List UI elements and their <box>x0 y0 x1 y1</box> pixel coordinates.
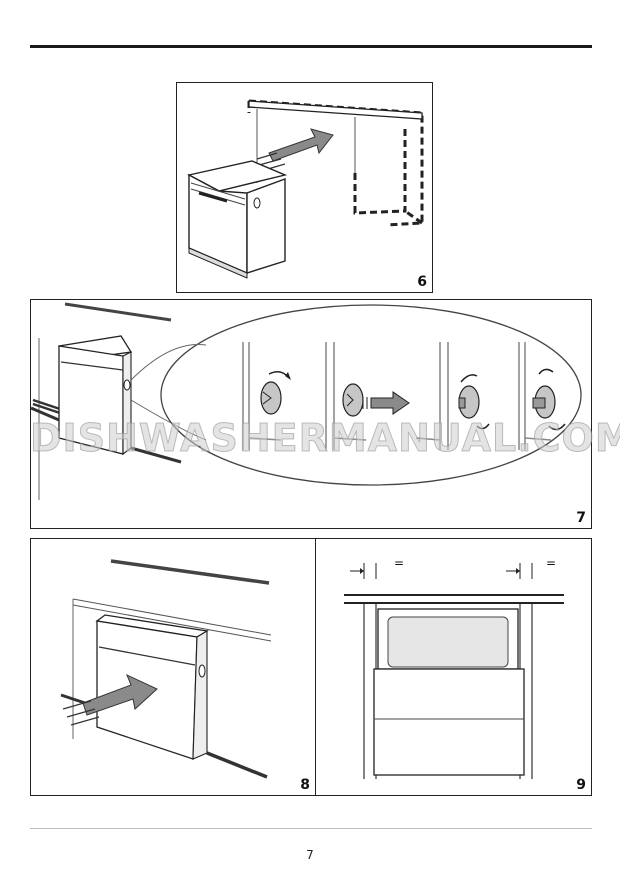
figure-8-number: 8 <box>300 777 310 793</box>
gap-mark-left: = <box>394 556 405 570</box>
figure-7-number: 7 <box>576 510 586 526</box>
page-number: 7 <box>306 848 314 862</box>
figure-7: 7 <box>30 299 592 529</box>
gap-mark-right: = <box>546 556 557 570</box>
bottom-rule <box>30 828 592 829</box>
top-rule <box>30 45 592 48</box>
figure-6-illustration <box>187 99 424 279</box>
figure-6: 6 <box>176 82 433 293</box>
figure-9-number: 9 <box>576 777 586 793</box>
figure-7-illustration <box>31 302 582 500</box>
figure-9: = = 9 <box>315 538 592 796</box>
figure-8-illustration <box>60 559 272 779</box>
figure-6-number: 6 <box>417 274 427 290</box>
figure-8: 8 <box>30 538 316 796</box>
figure-9-illustration <box>344 563 564 779</box>
